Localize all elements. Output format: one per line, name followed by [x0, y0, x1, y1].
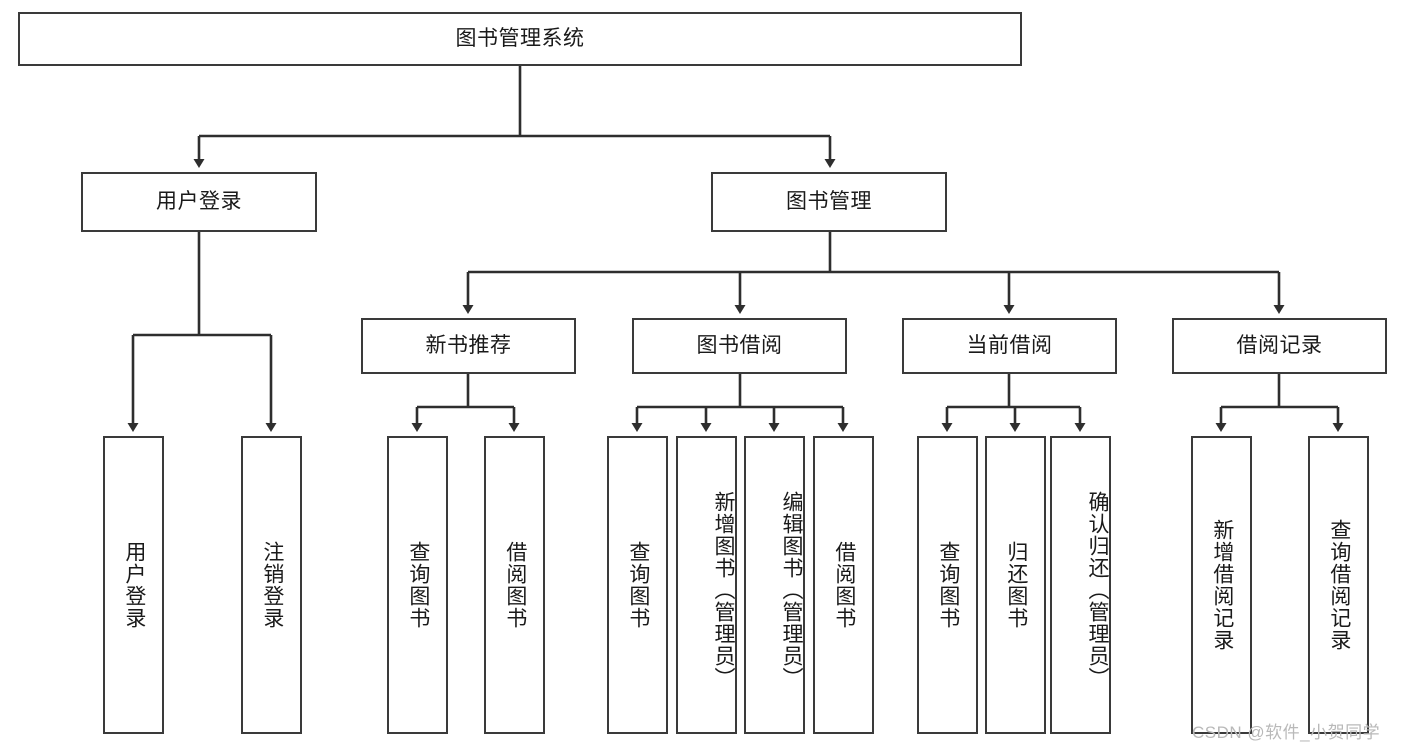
node-label: 编辑图书（管理员） — [780, 491, 803, 689]
leaf-borrow-book-recommend[interactable]: 借阅图书 — [484, 436, 545, 734]
leaf-query-borrow-record[interactable]: 查询借阅记录 — [1308, 436, 1369, 734]
leaf-return-book[interactable]: 归还图书 — [985, 436, 1046, 734]
node-root-book-management-system[interactable]: 图书管理系统 — [18, 12, 1022, 66]
node-label: 图书管理系统 — [455, 27, 585, 51]
leaf-query-book-borrow[interactable]: 查询图书 — [607, 436, 668, 734]
node-label: 用户登录 — [156, 190, 242, 214]
node-current-borrow[interactable]: 当前借阅 — [902, 318, 1117, 374]
node-borrow-record[interactable]: 借阅记录 — [1172, 318, 1387, 374]
node-label: 用户登录 — [122, 541, 146, 629]
leaf-query-book-recommend[interactable]: 查询图书 — [387, 436, 448, 734]
node-label: 借阅记录 — [1236, 334, 1323, 358]
leaf-confirm-return-admin[interactable]: 确认归还（管理员） — [1050, 436, 1111, 734]
node-label: 查询图书 — [406, 541, 430, 629]
node-label: 归还图书 — [1004, 541, 1028, 629]
node-book-borrow[interactable]: 图书借阅 — [632, 318, 847, 374]
node-label: 确认归还（管理员） — [1086, 491, 1109, 689]
csdn-watermark: CSDN @软件_小贺同学 — [1192, 723, 1381, 742]
node-label: 新书推荐 — [425, 334, 512, 358]
node-label: 查询图书 — [626, 541, 650, 629]
node-label: 查询借阅记录 — [1327, 519, 1351, 651]
node-label: 图书管理 — [786, 190, 872, 214]
leaf-edit-book-admin[interactable]: 编辑图书（管理员） — [744, 436, 805, 734]
node-label: 查询图书 — [936, 541, 960, 629]
node-label: 当前借阅 — [966, 334, 1053, 358]
node-label: 借阅图书 — [503, 541, 527, 629]
leaf-query-book-current[interactable]: 查询图书 — [917, 436, 978, 734]
leaf-add-borrow-record[interactable]: 新增借阅记录 — [1191, 436, 1252, 734]
node-user-login[interactable]: 用户登录 — [81, 172, 317, 232]
node-label: 借阅图书 — [832, 541, 856, 629]
leaf-user-login[interactable]: 用户登录 — [103, 436, 164, 734]
node-label: 图书借阅 — [696, 334, 783, 358]
node-label: 新增借阅记录 — [1210, 519, 1234, 651]
leaf-logout-login[interactable]: 注销登录 — [241, 436, 302, 734]
node-label: 新增图书（管理员） — [712, 491, 735, 689]
node-label: 注销登录 — [260, 541, 284, 629]
node-book-management[interactable]: 图书管理 — [711, 172, 947, 232]
node-new-book-recommend[interactable]: 新书推荐 — [361, 318, 576, 374]
leaf-borrow-book-borrow[interactable]: 借阅图书 — [813, 436, 874, 734]
leaf-add-book-admin[interactable]: 新增图书（管理员） — [676, 436, 737, 734]
